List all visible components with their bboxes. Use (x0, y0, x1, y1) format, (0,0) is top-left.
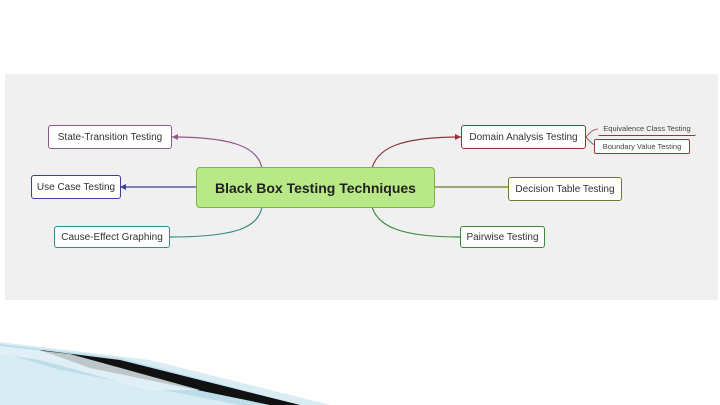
node-pairwise-testing[interactable]: Pairwise Testing (460, 226, 545, 248)
connector-domain-analysis (371, 136, 462, 169)
connector-pairwise (371, 206, 461, 238)
node-decision-table-testing[interactable]: Decision Table Testing (508, 177, 622, 201)
node-domain-analysis-testing[interactable]: Domain Analysis Testing (461, 125, 586, 149)
node-equivalence-class-testing[interactable]: Equivalence Class Testing (598, 121, 696, 136)
decorative-streak (0, 342, 330, 405)
node-state-transition-testing[interactable]: State-Transition Testing (48, 125, 172, 149)
connector-cause-effect (169, 206, 263, 238)
node-boundary-value-testing[interactable]: Boundary Value Testing (594, 139, 690, 154)
node-use-case-testing[interactable]: Use Case Testing (31, 175, 121, 199)
connector-equivalence (585, 128, 599, 138)
node-cause-effect-graphing[interactable]: Cause-Effect Graphing (54, 226, 170, 248)
connector-state-transition (171, 136, 263, 169)
central-topic[interactable]: Black Box Testing Techniques (196, 167, 435, 208)
